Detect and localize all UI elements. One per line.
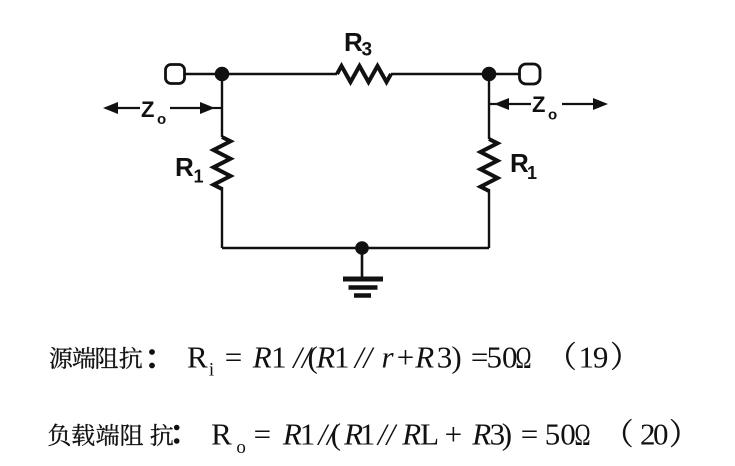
svg-text:R: R <box>401 417 421 452</box>
svg-text:1: 1 <box>300 417 316 452</box>
svg-text:o: o <box>548 107 557 124</box>
svg-text://: // <box>316 417 338 452</box>
svg-text:R: R <box>471 417 491 452</box>
svg-text:1: 1 <box>271 339 287 374</box>
svg-text:R: R <box>343 417 363 452</box>
svg-text:0: 0 <box>560 417 576 452</box>
svg-text:5: 5 <box>545 417 561 452</box>
svg-text:=: = <box>254 417 271 452</box>
svg-text:L: L <box>420 417 439 452</box>
svg-text:0: 0 <box>653 417 669 452</box>
svg-text:R: R <box>510 148 529 178</box>
svg-text:3: 3 <box>490 417 506 452</box>
svg-text:Ω: Ω <box>575 417 591 452</box>
svg-text:1: 1 <box>579 339 595 374</box>
svg-text:R: R <box>211 417 232 452</box>
svg-text:=: = <box>471 339 488 374</box>
svg-text:o: o <box>236 437 246 458</box>
svg-text:5: 5 <box>487 339 503 374</box>
svg-text:2: 2 <box>640 417 656 452</box>
svg-text:R: R <box>282 417 302 452</box>
svg-text:1: 1 <box>334 339 350 374</box>
svg-text:9: 9 <box>593 339 609 374</box>
svg-text:=: = <box>521 417 538 452</box>
svg-text:=: = <box>225 339 242 374</box>
svg-text:0: 0 <box>502 339 518 374</box>
svg-text:R: R <box>187 339 208 374</box>
svg-text:(: ( <box>308 339 318 374</box>
svg-text://: // <box>353 339 375 374</box>
svg-text:3: 3 <box>362 40 373 61</box>
svg-text:+: + <box>445 417 462 452</box>
svg-text:(: ( <box>331 417 341 452</box>
svg-text:): ) <box>502 417 512 452</box>
svg-text:1: 1 <box>527 163 537 183</box>
svg-text:R: R <box>175 152 194 182</box>
svg-text:Ω: Ω <box>516 339 532 374</box>
svg-text:i: i <box>209 359 214 380</box>
svg-text:R: R <box>315 339 335 374</box>
svg-text:R: R <box>252 339 272 374</box>
svg-text://: // <box>291 339 313 374</box>
svg-text:3: 3 <box>437 339 453 374</box>
svg-text:o: o <box>157 111 166 128</box>
svg-text:Z: Z <box>141 97 154 122</box>
svg-text:R: R <box>344 27 363 57</box>
svg-text:r: r <box>382 339 395 374</box>
svg-text:1: 1 <box>360 417 376 452</box>
svg-text:R: R <box>414 339 434 374</box>
svg-text:1: 1 <box>194 167 204 187</box>
svg-text:Z: Z <box>532 92 545 117</box>
svg-text:+: + <box>397 339 414 374</box>
svg-text://: // <box>376 417 398 452</box>
svg-text:): ) <box>451 339 461 374</box>
